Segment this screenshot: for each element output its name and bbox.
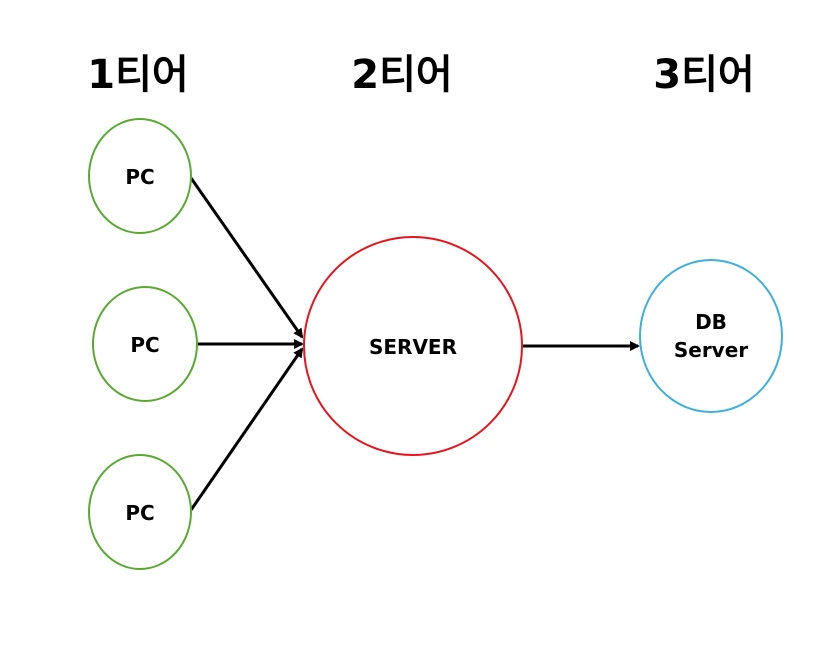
server-circle: [303, 236, 523, 456]
pc-node-top: PC: [88, 118, 192, 234]
server-node: SERVER: [303, 236, 523, 456]
edge-pc-bottom-to-server: [189, 347, 304, 511]
pc-node-middle: PC: [92, 286, 198, 402]
edge-pc-top-to-server: [189, 177, 304, 339]
pc-mid-circle: [92, 286, 198, 402]
db-server-circle: [639, 259, 783, 413]
tier-1-label: 1티어: [87, 52, 188, 98]
db-server-label-line2: Server: [674, 338, 748, 362]
pc-top-label: PC: [125, 165, 154, 189]
pc-mid-label: PC: [130, 333, 159, 357]
pc-bottom-label: PC: [125, 501, 154, 525]
pc-node-bottom: PC: [88, 454, 192, 570]
db-server-label-line1: DB: [695, 310, 727, 334]
db-server-node: DB Server: [639, 259, 783, 413]
tier-3-label: 3티어: [653, 52, 754, 98]
tier-2-label: 2티어: [351, 52, 452, 98]
pc-top-circle: [88, 118, 192, 234]
pc-bottom-circle: [88, 454, 192, 570]
server-label: SERVER: [369, 335, 457, 359]
